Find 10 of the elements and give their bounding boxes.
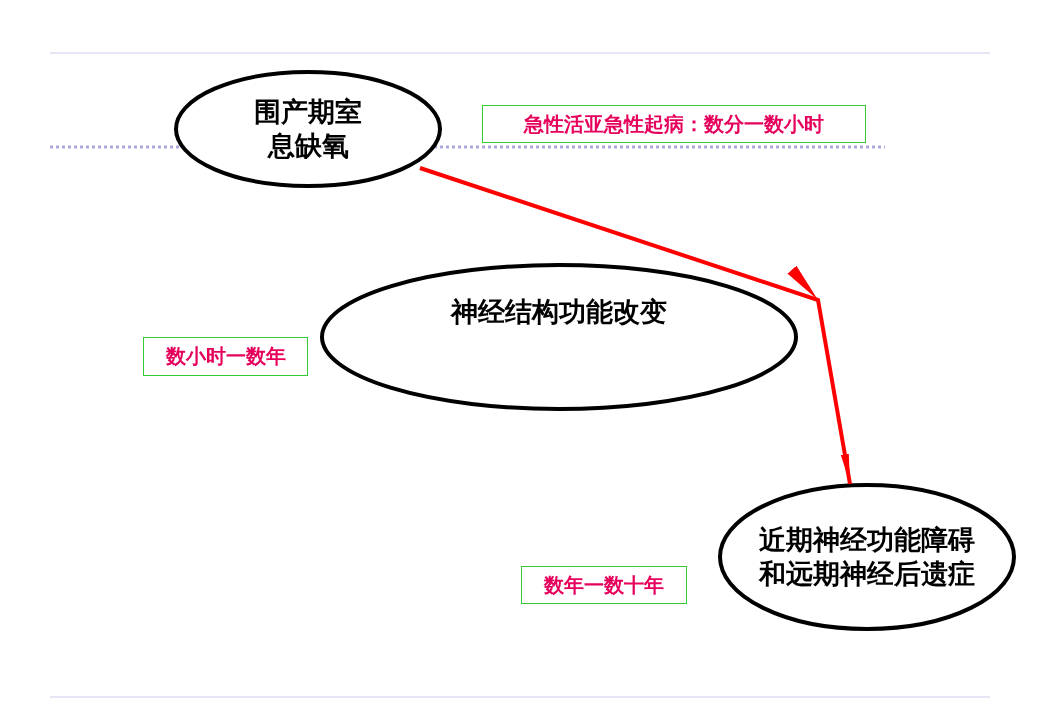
ellipse-node bbox=[320, 263, 798, 411]
time-box: 数小时一数年 bbox=[143, 337, 308, 376]
node-text: 围产期室息缺氧 bbox=[253, 95, 363, 163]
ellipse-node bbox=[174, 70, 442, 188]
node-text: 神经结构功能改变 bbox=[449, 295, 668, 329]
time-box: 数年一数十年 bbox=[521, 566, 687, 604]
node-text: 近期神经功能障碍和远期神经后遗症 bbox=[757, 523, 976, 591]
ellipse-node bbox=[718, 483, 1016, 631]
time-box: 急性活亚急性起病：数分一数小时 bbox=[482, 105, 866, 143]
arrow bbox=[419, 166, 852, 485]
